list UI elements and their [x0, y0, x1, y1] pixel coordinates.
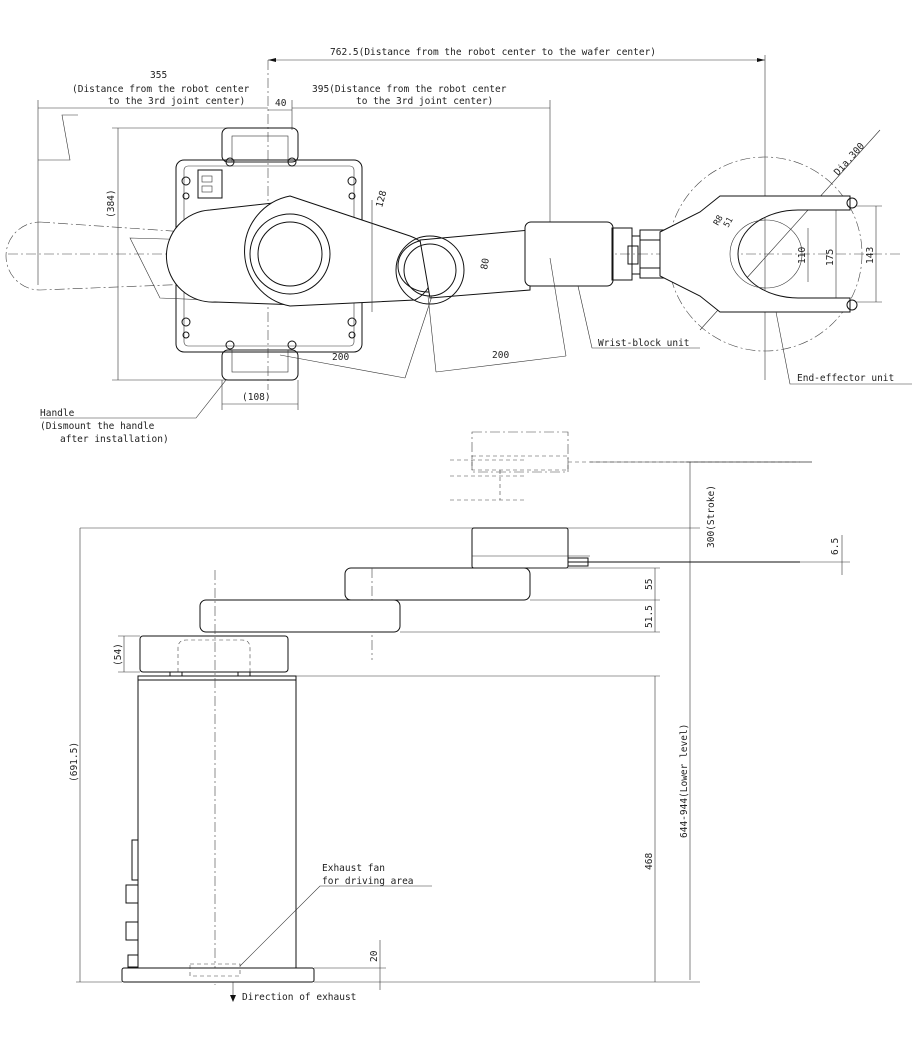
- dim-355-value: 355: [150, 70, 167, 81]
- dim-175-label: 175: [825, 249, 836, 266]
- handle-label-3: after installation): [60, 434, 169, 445]
- dim-355-line1: (Distance from the robot center: [72, 84, 250, 95]
- dim-644-label: 644-944(Lower level): [679, 724, 690, 838]
- dim-55-label: 55: [644, 579, 655, 590]
- side-view: 300(Stroke) 6.5 55 51.5 (54): [69, 431, 850, 1003]
- dim-80-label: 80: [479, 257, 492, 270]
- exhaust-direction-label: Direction of exhaust: [242, 992, 356, 1003]
- dim-stroke-label: 300(Stroke): [706, 485, 717, 548]
- top-view: 762.5(Distance from the robot center to …: [5, 47, 912, 445]
- handle-label-1: Handle: [40, 408, 75, 419]
- exhaust-fan-label-1: Exhaust fan: [322, 863, 385, 874]
- dim-54-label: (54): [113, 643, 124, 666]
- dim-395-line1: 395(Distance from the robot center: [312, 84, 507, 95]
- dim-468-label: 468: [644, 853, 655, 870]
- exhaust-fan-label-2: for driving area: [322, 876, 414, 887]
- dim-128-label: 128: [374, 189, 389, 209]
- dim-40-label: 40: [275, 98, 287, 109]
- dim-200a-label: 200: [332, 352, 349, 363]
- dim-108-label: (108): [242, 392, 271, 403]
- dim-6-5-label: 6.5: [830, 538, 841, 555]
- handle-label-2: (Dismount the handle: [40, 421, 155, 432]
- dim-691-5-label: (691.5): [69, 742, 80, 782]
- dim-110-label: 110: [797, 247, 808, 264]
- dim-51-5-label: 51.5: [644, 605, 655, 628]
- end-effector-label: End-effector unit: [797, 373, 894, 384]
- dim-143-label: 143: [865, 247, 876, 264]
- dim-355-line2: to the 3rd joint center): [108, 96, 245, 107]
- dim-20-label: 20: [369, 950, 380, 962]
- dim-384-label: (384): [106, 189, 117, 218]
- wrist-block-label: Wrist-block unit: [598, 338, 690, 349]
- dim-200b-label: 200: [492, 350, 509, 361]
- dim-395-line2: to the 3rd joint center): [356, 96, 493, 107]
- dim-51-label: 51: [722, 216, 736, 230]
- dim-r8-label: R8: [712, 214, 726, 228]
- dim-dia300-label: Dia.300: [832, 141, 867, 178]
- dim-762-label: 762.5(Distance from the robot center to …: [330, 47, 656, 58]
